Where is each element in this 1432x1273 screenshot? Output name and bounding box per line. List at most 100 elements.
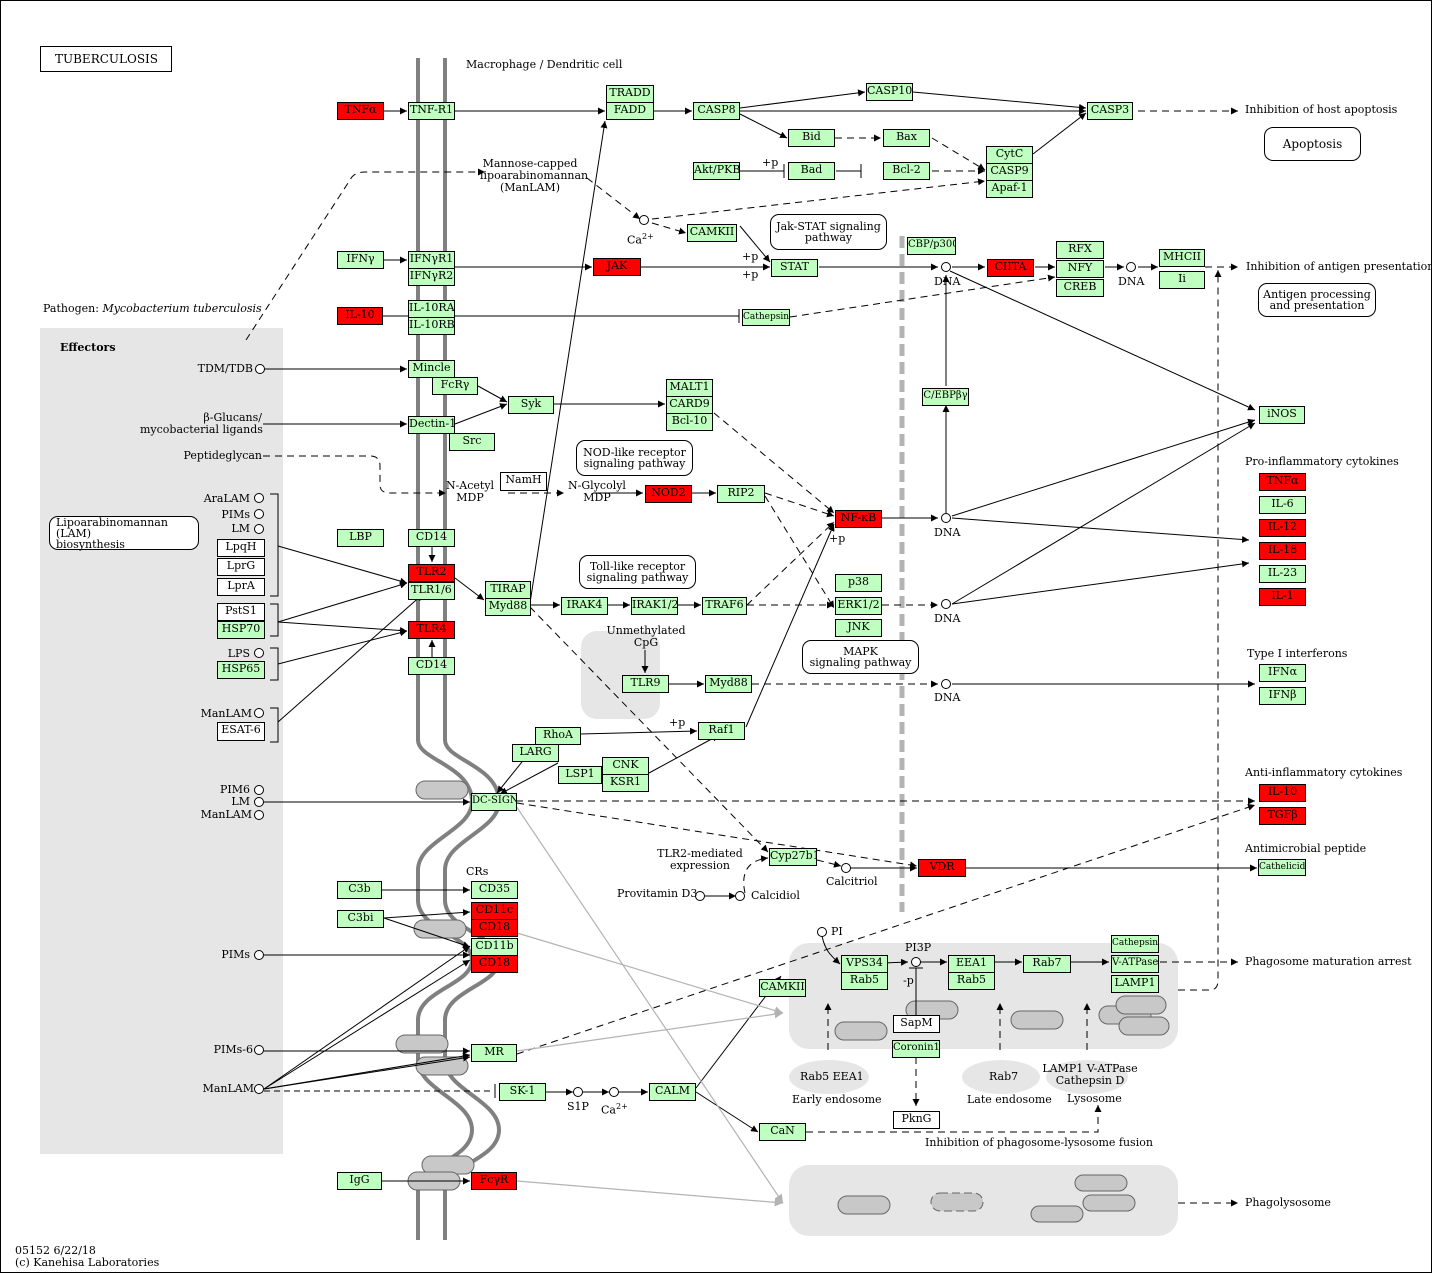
gene-camkii[interactable]: CAMKII bbox=[687, 224, 737, 242]
gene-esat-6[interactable]: ESAT-6 bbox=[217, 722, 265, 741]
gene-rip2[interactable]: RIP2 bbox=[717, 485, 765, 503]
gene-malt1[interactable]: MALT1 bbox=[666, 379, 713, 397]
gene-dc-sign[interactable]: DC-SIGN bbox=[471, 793, 517, 811]
gene-erk1-2[interactable]: ERK1/2 bbox=[835, 597, 882, 615]
gene-ciita[interactable]: CIITA bbox=[987, 259, 1034, 277]
gene-stat[interactable]: STAT bbox=[771, 259, 818, 277]
apoptosis-pathway[interactable]: Apoptosis bbox=[1264, 127, 1361, 161]
output-tgfb[interactable]: TGFβ bbox=[1259, 807, 1306, 825]
gene-eea1[interactable]: EEA1 bbox=[948, 955, 995, 973]
gene-coronin1[interactable]: Coronin1 bbox=[892, 1040, 940, 1058]
gene-camkii-phagosome[interactable]: CAMKII bbox=[759, 979, 806, 997]
output-ifna[interactable]: IFNα bbox=[1259, 664, 1306, 682]
gene-tlr1-6[interactable]: TLR1/6 bbox=[408, 582, 455, 600]
gene-dectin-1[interactable]: Dectin-1 bbox=[408, 416, 455, 434]
gene-jak[interactable]: JAK bbox=[593, 258, 641, 276]
gene-pkng[interactable]: PknG bbox=[893, 1111, 940, 1129]
gene-fcrg[interactable]: FcRγ bbox=[432, 377, 478, 395]
gene-tlr9[interactable]: TLR9 bbox=[622, 675, 669, 693]
gene-myd88-cpg[interactable]: Myd88 bbox=[705, 675, 752, 693]
gene-hsp65[interactable]: HSP65 bbox=[217, 661, 265, 679]
gene-cnk[interactable]: CNK bbox=[602, 757, 649, 775]
gene-bcl-10[interactable]: Bcl-10 bbox=[666, 413, 713, 431]
gene-ifngr1[interactable]: IFNγR1 bbox=[408, 251, 455, 269]
gene-cd11c[interactable]: CD11c bbox=[471, 902, 518, 920]
gene-nfy[interactable]: NFY bbox=[1056, 260, 1104, 278]
gene-raf1[interactable]: Raf1 bbox=[698, 722, 745, 740]
gene-cd18-a[interactable]: CD18 bbox=[471, 919, 518, 937]
gene-cyp27b1[interactable]: Cyp27b1 bbox=[769, 848, 817, 866]
output-ifnb[interactable]: IFNβ bbox=[1259, 687, 1306, 705]
gene-bcl-2[interactable]: Bcl-2 bbox=[883, 162, 930, 180]
gene-irak4[interactable]: IRAK4 bbox=[561, 597, 608, 615]
gene-casp8[interactable]: CASP8 bbox=[693, 102, 740, 120]
gene-irak1-2[interactable]: IRAK1/2 bbox=[631, 597, 678, 615]
gene-calm[interactable]: CALM bbox=[649, 1083, 696, 1101]
output-il-18[interactable]: IL-18 bbox=[1259, 542, 1306, 560]
gene-rab5[interactable]: Rab5 bbox=[841, 972, 888, 990]
gene-bad[interactable]: Bad bbox=[788, 162, 835, 180]
output-il-10[interactable]: IL-10 bbox=[1259, 784, 1306, 802]
output-il-1[interactable]: IL-1 bbox=[1259, 588, 1306, 606]
gene-c3b[interactable]: C3b bbox=[337, 881, 382, 899]
gene-syk[interactable]: Syk bbox=[508, 396, 554, 414]
gene-casp3[interactable]: CASP3 bbox=[1087, 102, 1133, 120]
gene-tlr4[interactable]: TLR4 bbox=[408, 621, 455, 639]
gene-lprg[interactable]: LprG bbox=[217, 558, 265, 576]
gene-apaf1[interactable]: Apaf-1 bbox=[986, 180, 1033, 198]
gene-casp9[interactable]: CASP9 bbox=[986, 163, 1033, 181]
output-cathelicidin[interactable]: Cathelicidin bbox=[1258, 859, 1306, 876]
gene-fadd[interactable]: FADD bbox=[606, 102, 654, 120]
gene-cd14-bottom[interactable]: CD14 bbox=[408, 657, 455, 675]
gene-cebp[interactable]: C/EBPβγ bbox=[922, 388, 969, 406]
gene-rfx[interactable]: RFX bbox=[1056, 241, 1104, 259]
gene-nod2[interactable]: NOD2 bbox=[645, 485, 692, 503]
gene-ksr1[interactable]: KSR1 bbox=[602, 774, 649, 792]
gene-psts1[interactable]: PstS1 bbox=[217, 603, 265, 621]
output-tnfa[interactable]: TNFα bbox=[1259, 473, 1306, 491]
gene-tnf-r1[interactable]: TNF-R1 bbox=[408, 102, 455, 120]
gene-fcgr[interactable]: FcγR bbox=[471, 1172, 517, 1190]
gene-il-10ra[interactable]: IL-10RA bbox=[408, 300, 455, 318]
gene-vdr[interactable]: VDR bbox=[918, 859, 966, 877]
gene-cathepsin-s[interactable]: CathepsinS bbox=[742, 309, 790, 326]
gene-inos[interactable]: iNOS bbox=[1259, 406, 1305, 424]
gene-tradd[interactable]: TRADD bbox=[606, 85, 654, 103]
gene-lsp1[interactable]: LSP1 bbox=[558, 766, 602, 784]
lam-biosynthesis-pathway[interactable]: Lipoarabinomannan (LAM)biosynthesis bbox=[49, 516, 199, 550]
gene-tlr2[interactable]: TLR2 bbox=[408, 564, 455, 582]
gene-cd11b[interactable]: CD11b bbox=[471, 938, 518, 956]
gene-jnk[interactable]: JNK bbox=[835, 619, 882, 637]
gene-card9[interactable]: CARD9 bbox=[666, 396, 713, 414]
gene-bax[interactable]: Bax bbox=[883, 129, 930, 147]
gene-can[interactable]: CaN bbox=[759, 1123, 806, 1141]
gene-akt-pkb[interactable]: Akt/PKB bbox=[693, 162, 740, 180]
gene-cbp-p300[interactable]: CBP/p300 bbox=[907, 237, 956, 255]
gene-nf-kb[interactable]: NF-κB bbox=[835, 510, 882, 528]
gene-il-10rb[interactable]: IL-10RB bbox=[408, 317, 455, 335]
gene-sapm[interactable]: SapM bbox=[893, 1015, 940, 1033]
gene-lpra[interactable]: LprA bbox=[217, 578, 265, 596]
output-il-12[interactable]: IL-12 bbox=[1259, 519, 1306, 537]
gene-tirap[interactable]: TIRAP bbox=[485, 581, 531, 599]
gene-mhcii[interactable]: MHCII bbox=[1159, 249, 1205, 267]
gene-bid[interactable]: Bid bbox=[788, 129, 835, 147]
gene-sk-1[interactable]: SK-1 bbox=[499, 1083, 546, 1101]
output-il-6[interactable]: IL-6 bbox=[1259, 496, 1306, 514]
gene-traf6[interactable]: TRAF6 bbox=[702, 597, 747, 615]
gene-ifngr2[interactable]: IFNγR2 bbox=[408, 268, 455, 286]
gene-ifng[interactable]: IFNγ bbox=[337, 251, 384, 269]
gene-tnfa[interactable]: TNFα bbox=[337, 102, 384, 120]
output-il-23[interactable]: IL-23 bbox=[1259, 565, 1306, 583]
gene-src[interactable]: Src bbox=[449, 433, 495, 451]
gene-p38[interactable]: p38 bbox=[835, 574, 882, 592]
gene-lpqh[interactable]: LpqH bbox=[217, 539, 265, 557]
gene-cd14-top[interactable]: CD14 bbox=[408, 529, 455, 547]
gene-igg[interactable]: IgG bbox=[337, 1172, 382, 1190]
gene-rab5-eea1[interactable]: Rab5 bbox=[948, 972, 995, 990]
gene-mincle[interactable]: Mincle bbox=[408, 360, 455, 378]
